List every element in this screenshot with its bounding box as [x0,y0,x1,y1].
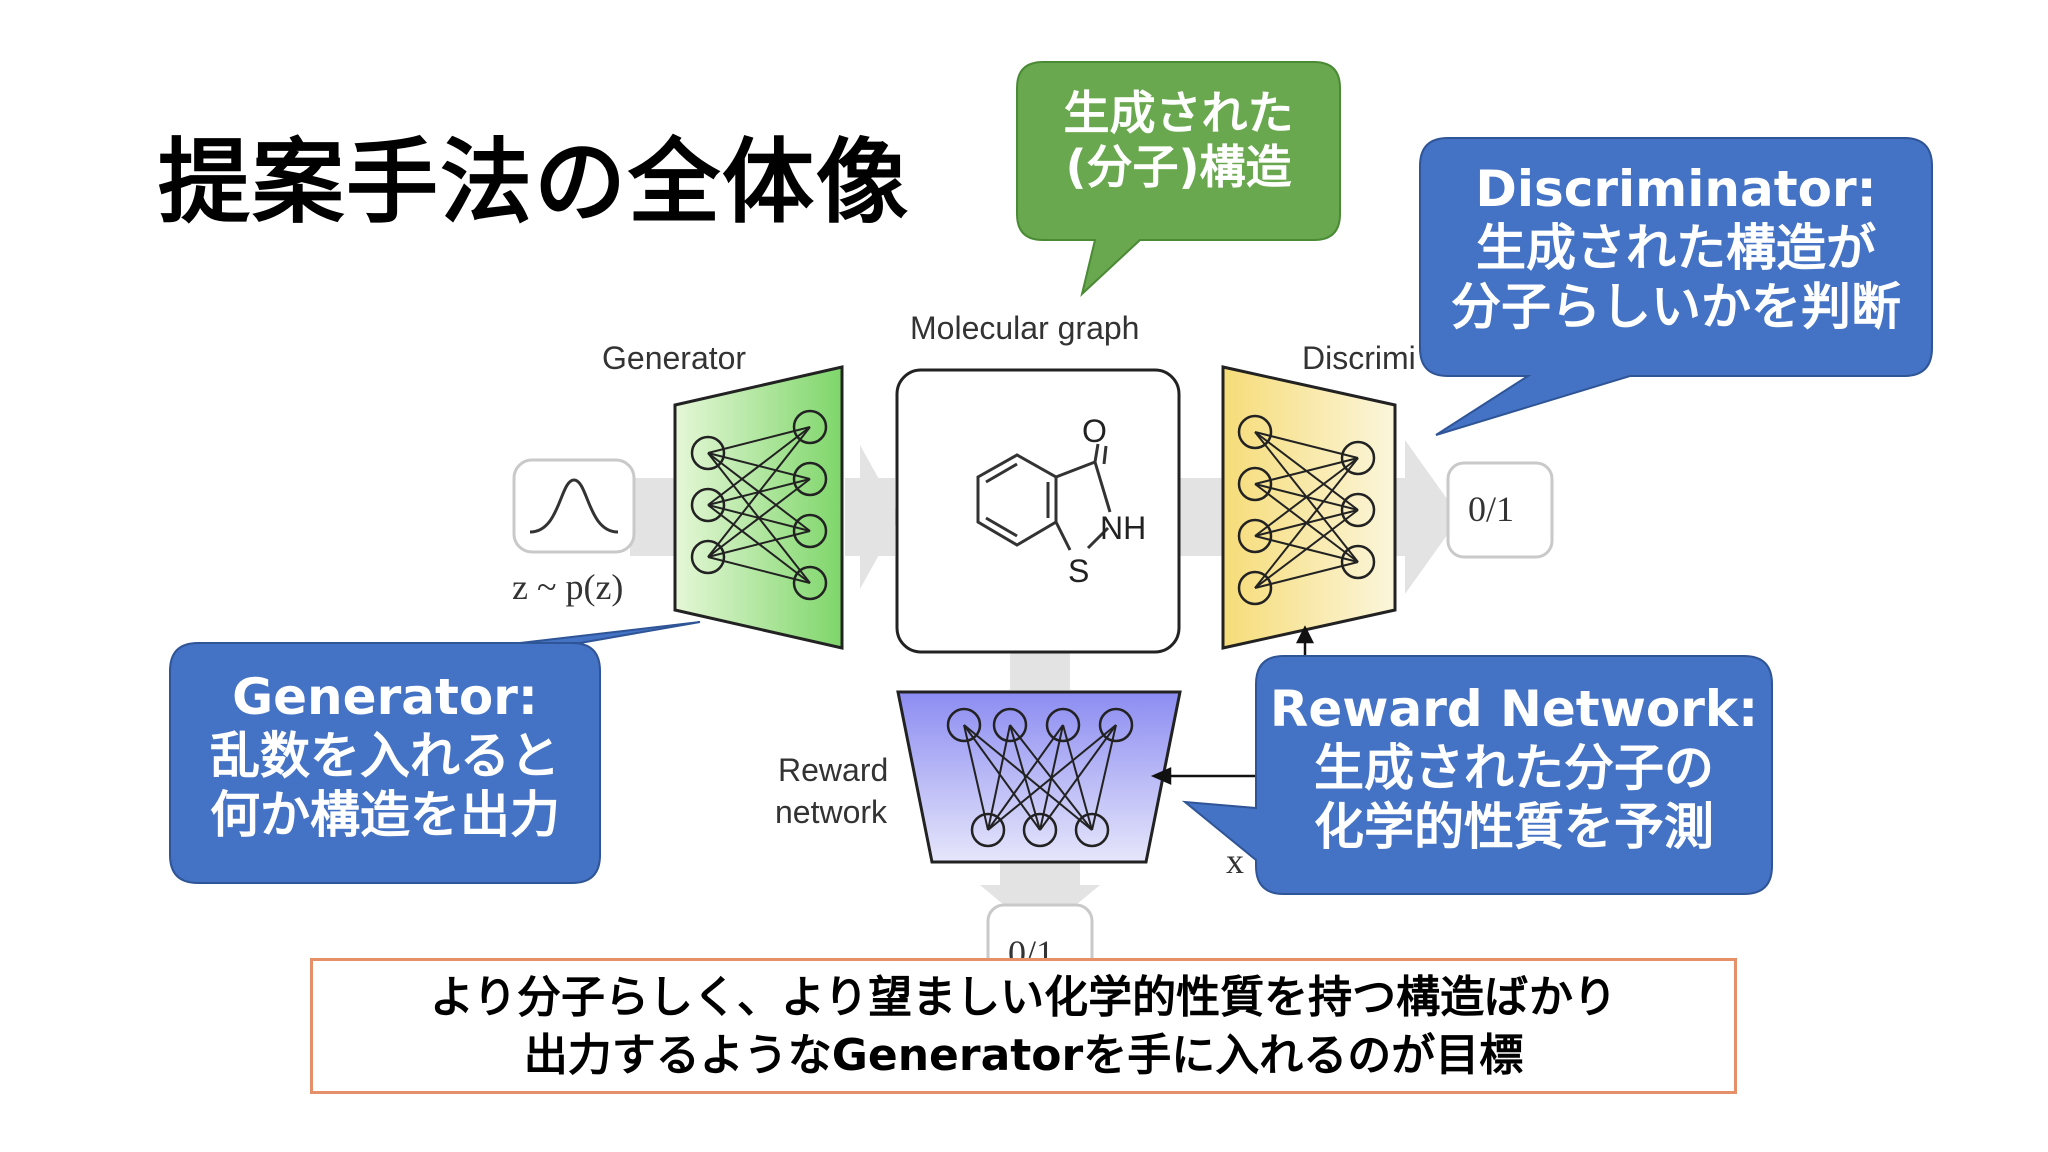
network-edge [707,478,811,558]
page-title: 提案手法の全体像 [158,129,911,236]
molecular-graph-box [895,368,1181,654]
generator-callout-bubble [169,621,701,884]
generator-callout-text: Generator: 乱数を入れると 何か構造を出力 [170,668,600,845]
reward-callout-text: Reward Network: 生成された分子の 化学的性質を予測 [1256,680,1772,857]
generator-label: Generator [602,340,747,376]
reward-network-shape [896,690,1182,864]
network-edge [1254,457,1359,537]
network-node [1237,518,1273,554]
network-edge [1254,561,1359,589]
network-node [792,461,828,497]
noise-label: z ~ p(z) [512,567,624,607]
noise-distribution-box [512,458,636,554]
network-edge [987,724,1011,831]
structure-callout-text: 生成された (分子)構造 [1017,86,1340,195]
atom-sulfur-label: S [1068,553,1090,589]
structure-callout-line: 生成された [1063,86,1294,140]
network-edge [707,426,811,558]
network-edge [707,426,811,454]
goal-line-2: 出力するようなGeneratorを手に入れるのが目標 [523,1030,1524,1081]
network-node [1340,492,1376,528]
network-node [1237,570,1273,606]
x-input-label: x [1226,841,1244,881]
discriminator-callout-line: 生成された構造が [1476,219,1876,277]
reward-callout-line: 化学的性質を予測 [1314,798,1714,856]
discriminator-label: Discrimi [1302,340,1416,376]
network-edge [963,724,1041,831]
discriminator-callout-bubble [1419,137,1933,436]
network-node [690,435,726,471]
network-node [1022,812,1058,848]
discriminator-output-box [1446,461,1554,559]
network-node [690,539,726,575]
molecular-graph-label: Molecular graph [910,310,1140,346]
network-node [792,513,828,549]
network-node [1340,544,1376,580]
network-node [792,409,828,445]
network-node [792,565,828,601]
network-edge [963,724,989,831]
goal-line-1: より分子らしく、より望ましい化学的性質を持つ構造ばかり [429,972,1618,1023]
network-edge [963,724,1093,831]
network-node [970,812,1006,848]
network-edge [987,724,1117,831]
network-node [1098,707,1134,743]
network-edge [1254,509,1359,589]
discriminator-network-shape [1221,365,1397,650]
network-edge [707,426,811,506]
gaussian-curve-icon [529,478,619,534]
network-node [690,487,726,523]
network-node [1340,440,1376,476]
input-arrows [1150,625,1315,785]
network-node [1074,812,1110,848]
goal-statement-box: より分子らしく、より望ましい化学的性質を持つ構造ばかり 出力するようなGener… [310,958,1737,1094]
discriminator-callout-text: Discriminator: 生成された構造が 分子らしいかを判断 [1420,160,1932,337]
generator-callout-line: 何か構造を出力 [210,786,560,844]
reward-callout-line: 生成された分子の [1314,739,1714,797]
network-node [1237,466,1273,502]
generator-callout-line: 乱数を入れると [210,727,560,785]
discriminator-network-nodes [1237,414,1376,606]
network-edge [1091,724,1117,831]
network-edge [1254,457,1359,589]
network-edge [1254,431,1359,459]
reward-network-nodes [946,707,1134,848]
network-node [946,707,982,743]
network-edge [1254,457,1359,485]
generator-network-nodes [690,409,828,601]
network-node [1237,414,1273,450]
network-edge [987,724,1064,831]
structure-callout-line: (分子)構造 [1065,140,1292,195]
molecule-structure [976,443,1112,551]
network-edge [707,556,811,584]
discriminator-output-label: 0/1 [1468,489,1515,529]
network-edge [707,530,811,558]
atom-nh-label: NH [1100,510,1147,546]
discriminator-callout-line: 分子らしいかを判断 [1451,278,1901,336]
reward-network-label-line2: network [775,794,888,830]
atom-oxygen-label: O [1082,413,1107,449]
network-node [992,707,1028,743]
network-edge [1039,724,1117,831]
discriminator-callout-line: Discriminator: [1475,160,1877,218]
network-node [1045,707,1081,743]
generator-network-shape [673,365,844,650]
generator-callout-line: Generator: [232,668,538,726]
structure-callout-bubble [1016,61,1341,297]
reward-callout-line: Reward Network: [1269,680,1759,738]
reward-network-label-line1: Reward [778,752,889,788]
reward-callout-bubble [1181,655,1773,895]
